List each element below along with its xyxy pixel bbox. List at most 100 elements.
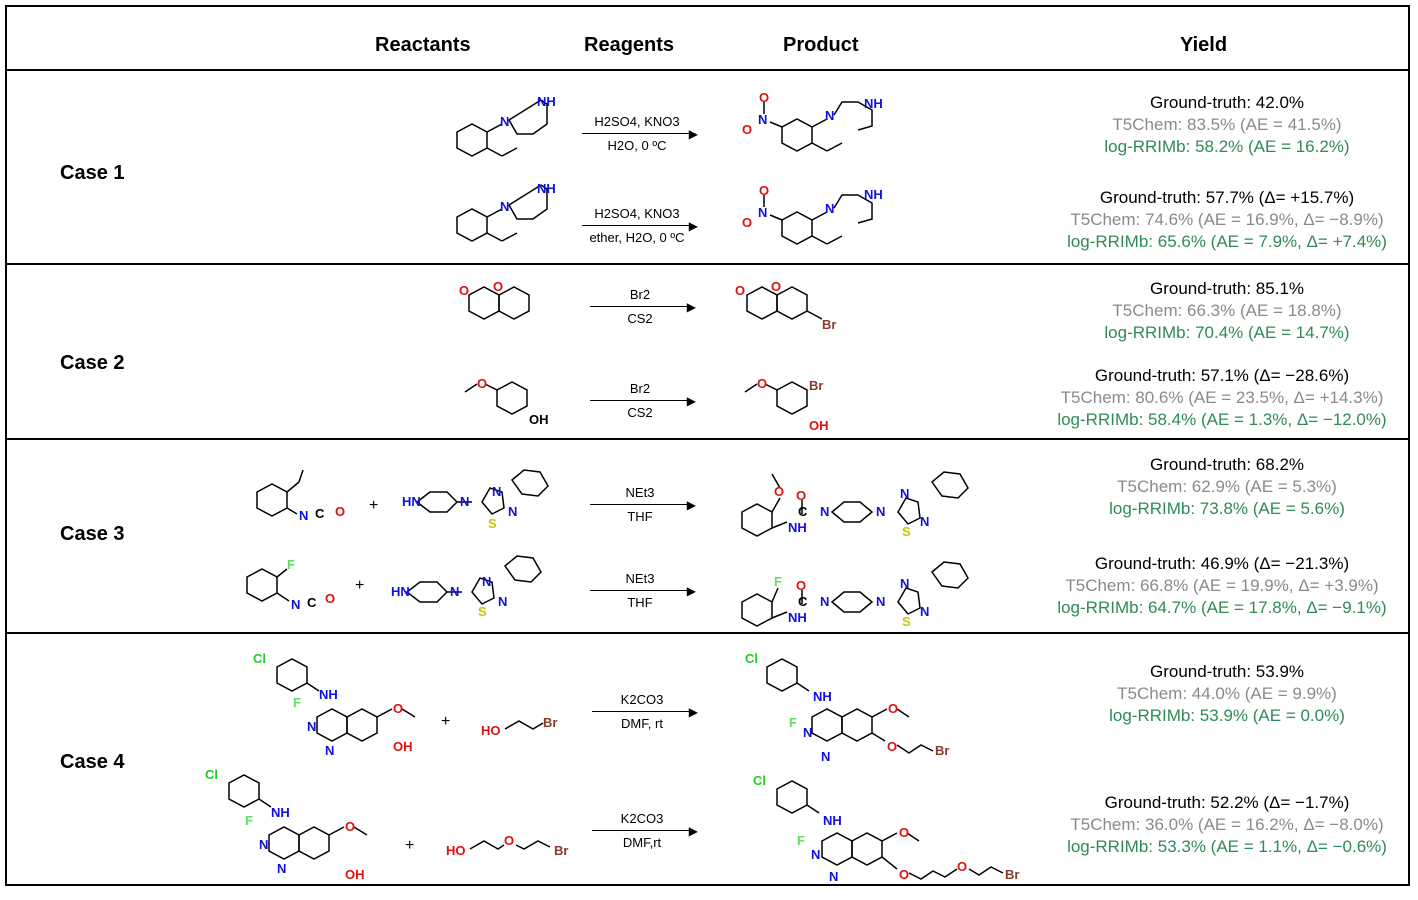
- reagents-top: NEt3: [625, 485, 655, 500]
- atom-label: N: [811, 847, 820, 862]
- ground-truth-text: Ground-truth: 46.9% (Δ= −21.3%): [1094, 554, 1350, 573]
- reagents-case1-r2: H2SO4, KNO3 ▶ ether, H2O, 0 ºC: [582, 206, 698, 245]
- header-divider: [7, 69, 1408, 71]
- ground-truth-text: Ground-truth: 53.9%: [1149, 662, 1305, 681]
- atom-label: Br: [543, 715, 557, 730]
- molecule-reactant-c4r2-b: HO O Br: [446, 833, 568, 858]
- log-rrim-text: log-RRIMb: 70.4% (AE = 14.7%): [1104, 323, 1350, 342]
- atom-label: Cl: [753, 773, 766, 788]
- reagents-top: NEt3: [625, 571, 655, 586]
- ground-truth-text: Ground-truth: 52.2% (Δ= −1.7%): [1104, 793, 1350, 812]
- reagents-bottom: ether, H2O, 0 ºC: [589, 230, 685, 245]
- atom-label: N: [500, 114, 509, 129]
- log-rrim-text: log-RRIMb: 73.8% (AE = 5.6%): [1109, 499, 1345, 518]
- molecule-reactant-c3r1-b: HN N S N N: [402, 469, 549, 531]
- reaction-arrow: ▶: [592, 824, 698, 838]
- case-label-1: Case 1: [60, 162, 125, 184]
- molecule-product-c1r1: N NH N O O: [742, 90, 883, 152]
- atom-label: O: [899, 867, 909, 882]
- atom-label: O: [335, 504, 345, 519]
- atom-label: O: [735, 283, 745, 298]
- atom-label: S: [902, 614, 911, 629]
- reagents-case4-r2: K2CO3 ▶ DMF,rt: [592, 811, 698, 850]
- atom-label: O: [504, 833, 514, 848]
- ground-truth-text: Ground-truth: 68.2%: [1149, 455, 1305, 474]
- ground-truth-text: Ground-truth: 85.1%: [1149, 279, 1305, 298]
- atom-label: O: [888, 701, 898, 716]
- case-divider-3: [7, 632, 1408, 634]
- atom-label: N: [920, 514, 929, 529]
- atom-label: N: [299, 508, 308, 523]
- atom-label: C: [315, 506, 325, 521]
- atom-label: O: [887, 739, 897, 754]
- atom-label: NH: [864, 96, 883, 111]
- reagents-bottom: DMF, rt: [621, 716, 663, 731]
- atom-label: NH: [537, 94, 556, 109]
- ground-truth-text: Ground-truth: 42.0%: [1149, 93, 1305, 112]
- atom-label: O: [759, 183, 769, 198]
- t5chem-text: T5Chem: 62.9% (AE = 5.3%): [1117, 477, 1337, 496]
- reagents-case2-r2: Br2 ▶ CS2: [590, 381, 696, 420]
- atom-label: O: [796, 578, 806, 593]
- t5chem-text: T5Chem: 74.6% (AE = 16.9%, Δ= −8.9%): [1070, 210, 1384, 229]
- atom-label: O: [477, 376, 487, 391]
- atom-label: HO: [481, 723, 501, 738]
- yield-block: Ground-truth: 46.9% (Δ= −21.3%) T5Chem: …: [1027, 553, 1417, 619]
- atom-label: NH: [864, 187, 883, 202]
- reagents-case2-r1: Br2 ▶ CS2: [590, 287, 696, 326]
- reagents-bottom: DMF,rt: [622, 835, 662, 850]
- atom-label: N: [758, 205, 767, 220]
- atom-label: N: [825, 108, 834, 123]
- reaction-arrow: ▶: [592, 705, 698, 719]
- header-reactants: Reactants: [375, 34, 471, 56]
- atom-label: Cl: [205, 767, 218, 782]
- reaction-arrow: ▶: [590, 300, 696, 314]
- molecule-reactant-c4r1-b: HO Br: [481, 715, 557, 738]
- plus-sign: +: [355, 577, 365, 594]
- t5chem-text: T5Chem: 83.5% (AE = 41.5%): [1112, 115, 1342, 134]
- atom-label: HN: [391, 584, 410, 599]
- header-reagents: Reagents: [584, 34, 675, 56]
- ground-truth-text: Ground-truth: 57.1% (Δ= −28.6%): [1094, 366, 1350, 385]
- molecule-product-c1r2: N NH N O O: [742, 183, 883, 245]
- reagents-top: K2CO3: [620, 811, 664, 826]
- atom-label: N: [307, 719, 316, 734]
- plus-sign: +: [441, 713, 451, 730]
- log-rrim-text: log-RRIMb: 53.3% (AE = 1.1%, Δ= −0.6%): [1067, 837, 1387, 856]
- atom-label: N: [820, 504, 829, 519]
- atom-label: O: [459, 283, 469, 298]
- atom-label: Br: [822, 317, 836, 332]
- reagents-top: H2SO4, KNO3: [594, 206, 680, 221]
- molecule-reactant-c3r1-a: N C O: [256, 469, 345, 523]
- case-label-4: Case 4: [60, 751, 125, 773]
- atom-label: O: [325, 591, 335, 606]
- atom-label: O: [757, 376, 767, 391]
- atom-label: O: [957, 859, 967, 874]
- atom-label: N: [876, 594, 885, 609]
- yield-block: Ground-truth: 57.1% (Δ= −28.6%) T5Chem: …: [1027, 365, 1417, 431]
- atom-label: O: [493, 279, 503, 294]
- case-divider-2: [7, 438, 1408, 440]
- atom-label: Cl: [253, 651, 266, 666]
- atom-label: C: [307, 595, 317, 610]
- case-label-3: Case 3: [60, 523, 125, 545]
- molecule-product-c3r1: O NH O C N N S N N: [741, 471, 969, 539]
- molecule-reactant-c4r2-a: Cl F NH N N O OH: [205, 767, 368, 882]
- reaction-arrow: ▶: [582, 127, 698, 141]
- molecule-reactant-c1r2: N NH: [456, 181, 556, 242]
- reagents-top: Br2: [629, 381, 651, 396]
- molecule-reactant-c2r2: O OH: [464, 376, 549, 427]
- atom-label: N: [460, 494, 469, 509]
- reagents-case3-r2: NEt3 ▶ THF: [590, 571, 696, 610]
- reagents-bottom: THF: [627, 509, 653, 524]
- atom-label: N: [482, 574, 491, 589]
- atom-label: N: [829, 869, 838, 884]
- reaction-arrow: ▶: [590, 394, 696, 408]
- yield-block: Ground-truth: 57.7% (Δ= +15.7%) T5Chem: …: [1037, 187, 1417, 253]
- yield-block: Ground-truth: 52.2% (Δ= −1.7%) T5Chem: 3…: [1037, 792, 1417, 858]
- atom-label: N: [291, 597, 300, 612]
- log-rrim-text: log-RRIMb: 58.2% (AE = 16.2%): [1104, 137, 1350, 156]
- atom-label: NH: [537, 181, 556, 196]
- header-yield: Yield: [1180, 34, 1228, 56]
- t5chem-text: T5Chem: 36.0% (AE = 16.2%, Δ= −8.0%): [1070, 815, 1384, 834]
